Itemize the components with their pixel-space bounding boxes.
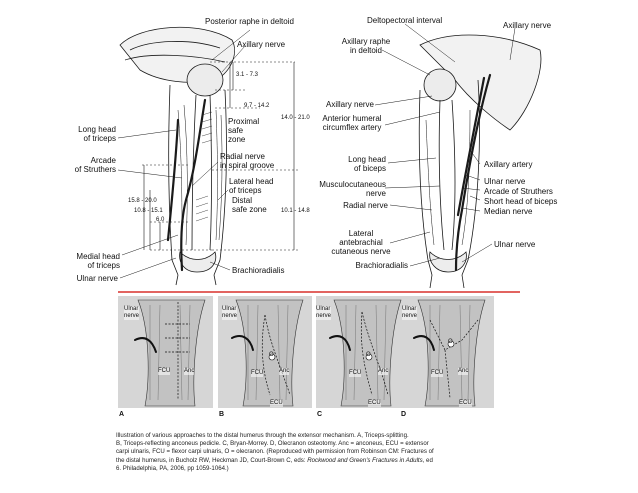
label-medial-head-triceps: Medial head of triceps <box>76 252 120 270</box>
label-proximal-safe-zone: Proximal safe zone <box>228 117 260 144</box>
panel-d-letter: D <box>401 411 407 418</box>
panel-c-label-anc: Anc <box>378 368 389 375</box>
label-axillary-artery: Axillary artery <box>484 160 533 169</box>
panel-b-label-fcu: FCU <box>251 370 264 377</box>
label-axillary-nerve-anterior: Axillary nerve <box>325 100 374 109</box>
label-lateral-head-triceps: Lateral head of triceps <box>229 177 274 195</box>
measurement-2: 9.7 - 14.2 <box>244 103 270 109</box>
caption-line-2: B, Triceps-reflecting anconeus pedicle. … <box>116 440 429 448</box>
label-musculocutaneous-nerve: Musculocutaneous nerve <box>319 180 386 198</box>
panel-c-label-ulnar-nerve: Ulnar nerve <box>316 306 332 320</box>
measurement-3: 14.0 - 21.0 <box>281 115 310 121</box>
panel-a-letter: A <box>119 411 125 418</box>
label-brachioradialis-left: Brachioradialis <box>232 266 285 275</box>
label-radial-nerve-groove: Radial nerve in spiral groove <box>220 152 275 170</box>
measurement-1: 3.1 - 7.3 <box>236 72 259 78</box>
panel-c-letter: C <box>317 411 323 418</box>
label-brachioradialis-right: Brachioradialis <box>355 261 408 270</box>
label-ulnar-nerve-right: Ulnar nerve <box>484 177 526 186</box>
measurement-7: 10.1 - 14.8 <box>281 208 310 214</box>
panel-a-label-ulnar-nerve: Ulnar nerve <box>124 306 140 320</box>
caption-line-5: 6. Philadelphia, PA, 2006, pp 1059-1064.… <box>116 464 229 472</box>
panel-c-label-olecranon: O <box>366 352 371 358</box>
label-ulnar-nerve-low: Ulnar nerve <box>494 240 536 249</box>
label-median-nerve: Median nerve <box>484 207 533 216</box>
caption-line-4b: , ed <box>422 456 433 464</box>
caption-line-3: carpi ulnaris, FCU = flexor carpi ulnari… <box>116 448 434 456</box>
panel-d-label-fcu: FCU <box>431 370 444 377</box>
label-axillary-nerve-top: Axillary nerve <box>503 21 552 30</box>
panel-b-label-ulnar-nerve: Ulnar nerve <box>222 306 238 320</box>
panel-d-label-anc: Anc <box>458 368 469 375</box>
caption-book-title: Rockwood and Green's Fractures in Adults <box>307 456 423 464</box>
figure-caption: Illustration of various approaches to th… <box>116 432 516 473</box>
label-posterior-raphe: Posterior raphe in deltoid <box>205 17 294 26</box>
label-long-head-triceps: Long head of triceps <box>78 125 116 143</box>
panel-b-letter: B <box>219 411 225 418</box>
label-ulnar-nerve-left: Ulnar nerve <box>76 274 118 283</box>
panel-a-label-fcu: FCU <box>158 368 171 375</box>
panel-d-label-ulnar-nerve: Ulnar nerve <box>402 306 418 320</box>
label-anterior-humeral-circumflex: Anterior humeral circumflex artery <box>322 114 382 132</box>
caption-line-4a: the distal humerus, in Bucholz RW, Heckm… <box>116 456 308 464</box>
measurement-4: 15.8 - 20.0 <box>128 198 157 204</box>
label-short-head-biceps: Short head of biceps <box>484 197 558 206</box>
caption-line-4: the distal humerus, in Bucholz RW, Heckm… <box>116 457 516 465</box>
label-radial-nerve: Radial nerve <box>343 201 388 210</box>
panel-d-label-olecranon: O <box>448 339 453 345</box>
label-axillary-raphe: Axillary raphe in deltoid <box>341 37 391 55</box>
label-lateral-antebrachial-cutaneous: Lateral antebrachial cutaneous nerve <box>331 229 391 256</box>
label-arcade-struthers-right: Arcade of Struthers <box>484 187 553 196</box>
label-distal-safe-zone: Distal safe zone <box>232 196 267 214</box>
panel-d-label-ecu: ECU <box>459 400 472 407</box>
label-arcade-struthers-left: Arcade of Struthers <box>74 156 116 174</box>
panel-c-label-ecu: ECU <box>368 400 381 407</box>
measurement-5: 10.8 - 15.1 <box>134 208 163 214</box>
label-long-head-biceps: Long head of biceps <box>348 155 386 173</box>
label-deltopectoral-interval: Deltopectoral interval <box>367 16 443 25</box>
panel-c-label-fcu: FCU <box>349 370 362 377</box>
label-axillary-nerve-posterior: Axillary nerve <box>237 40 286 49</box>
caption-line-1: Illustration of various approaches to th… <box>116 432 409 439</box>
measurement-6: 6.0 <box>156 217 165 223</box>
panel-b-label-ecu: ECU <box>270 400 283 407</box>
panel-b-label-anc: Anc <box>279 368 290 375</box>
panel-a-label-anc: Anc <box>184 368 195 375</box>
panel-b-label-olecranon: O <box>269 352 274 358</box>
